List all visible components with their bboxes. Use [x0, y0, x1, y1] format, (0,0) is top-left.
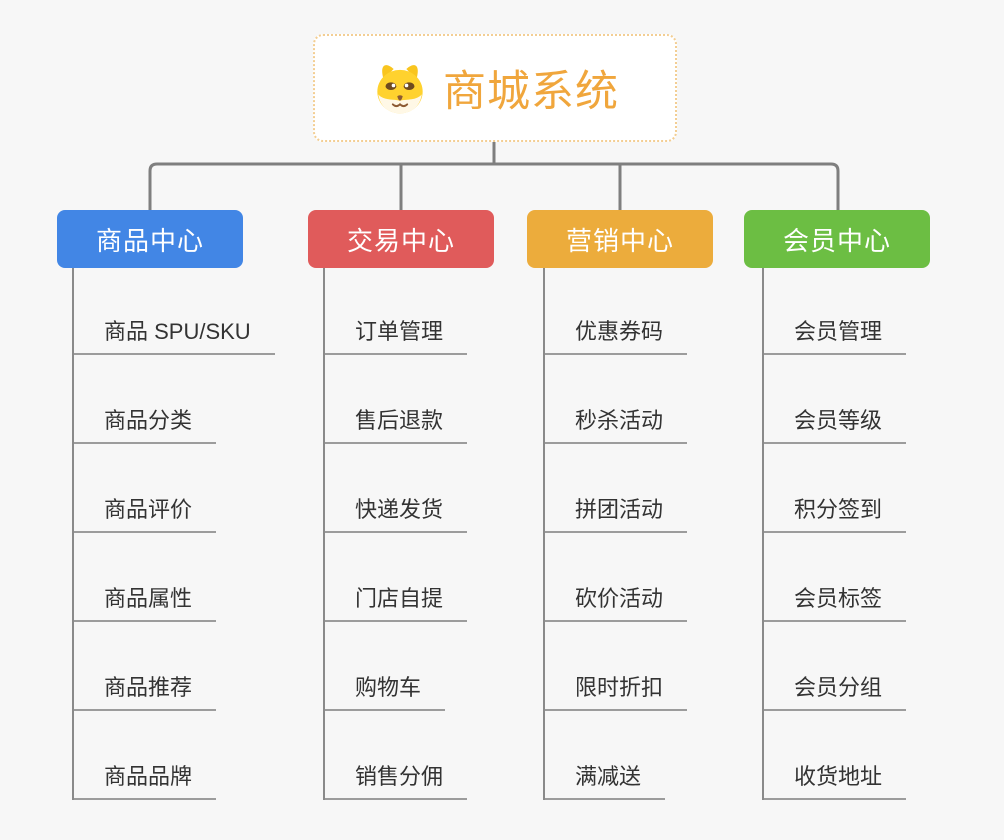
leaf-node[interactable]: 购物车: [325, 674, 446, 711]
leaf-node[interactable]: 商品推荐: [74, 674, 217, 711]
root-node[interactable]: 商城系统: [313, 34, 677, 142]
branch-children-trade-center: 订单管理 售后退款 快递发货 门店自提 购物车 销售分佣: [323, 268, 468, 800]
leaf-node[interactable]: 拼团活动: [545, 496, 688, 533]
leaf-node[interactable]: 门店自提: [325, 585, 468, 622]
leaf-node[interactable]: 会员分组: [764, 674, 907, 711]
branch-node-member-center[interactable]: 会员中心: [744, 210, 930, 268]
leaf-node[interactable]: 会员管理: [764, 318, 907, 355]
leaf-node[interactable]: 满减送: [545, 763, 666, 800]
branch-node-marketing-center[interactable]: 营销中心: [527, 210, 713, 268]
leaf-node[interactable]: 会员等级: [764, 407, 907, 444]
leaf-node[interactable]: 限时折扣: [545, 674, 688, 711]
leaf-node[interactable]: 收货地址: [764, 763, 907, 800]
dog-face-icon: [371, 59, 429, 117]
branch-node-product-center[interactable]: 商品中心: [57, 210, 243, 268]
leaf-node[interactable]: 会员标签: [764, 585, 907, 622]
root-title: 商城系统: [443, 68, 619, 116]
leaf-node[interactable]: 商品 SPU/SKU: [74, 318, 275, 355]
leaf-node[interactable]: 快递发货: [325, 496, 468, 533]
leaf-node[interactable]: 秒杀活动: [545, 407, 688, 444]
leaf-node[interactable]: 砍价活动: [545, 585, 688, 622]
branch-children-member-center: 会员管理 会员等级 积分签到 会员标签 会员分组 收货地址: [762, 268, 907, 800]
leaf-node[interactable]: 商品品牌: [74, 763, 217, 800]
branch-children-marketing-center: 优惠券码 秒杀活动 拼团活动 砍价活动 限时折扣 满减送: [543, 268, 688, 800]
leaf-node[interactable]: 售后退款: [325, 407, 468, 444]
leaf-node[interactable]: 优惠券码: [545, 318, 688, 355]
leaf-node[interactable]: 销售分佣: [325, 763, 468, 800]
branch-children-product-center: 商品 SPU/SKU 商品分类 商品评价 商品属性 商品推荐 商品品牌: [72, 268, 275, 800]
leaf-node[interactable]: 订单管理: [325, 318, 468, 355]
leaf-node[interactable]: 积分签到: [764, 496, 907, 533]
leaf-node[interactable]: 商品属性: [74, 585, 217, 622]
branch-node-trade-center[interactable]: 交易中心: [308, 210, 494, 268]
leaf-node[interactable]: 商品分类: [74, 407, 217, 444]
leaf-node[interactable]: 商品评价: [74, 496, 217, 533]
